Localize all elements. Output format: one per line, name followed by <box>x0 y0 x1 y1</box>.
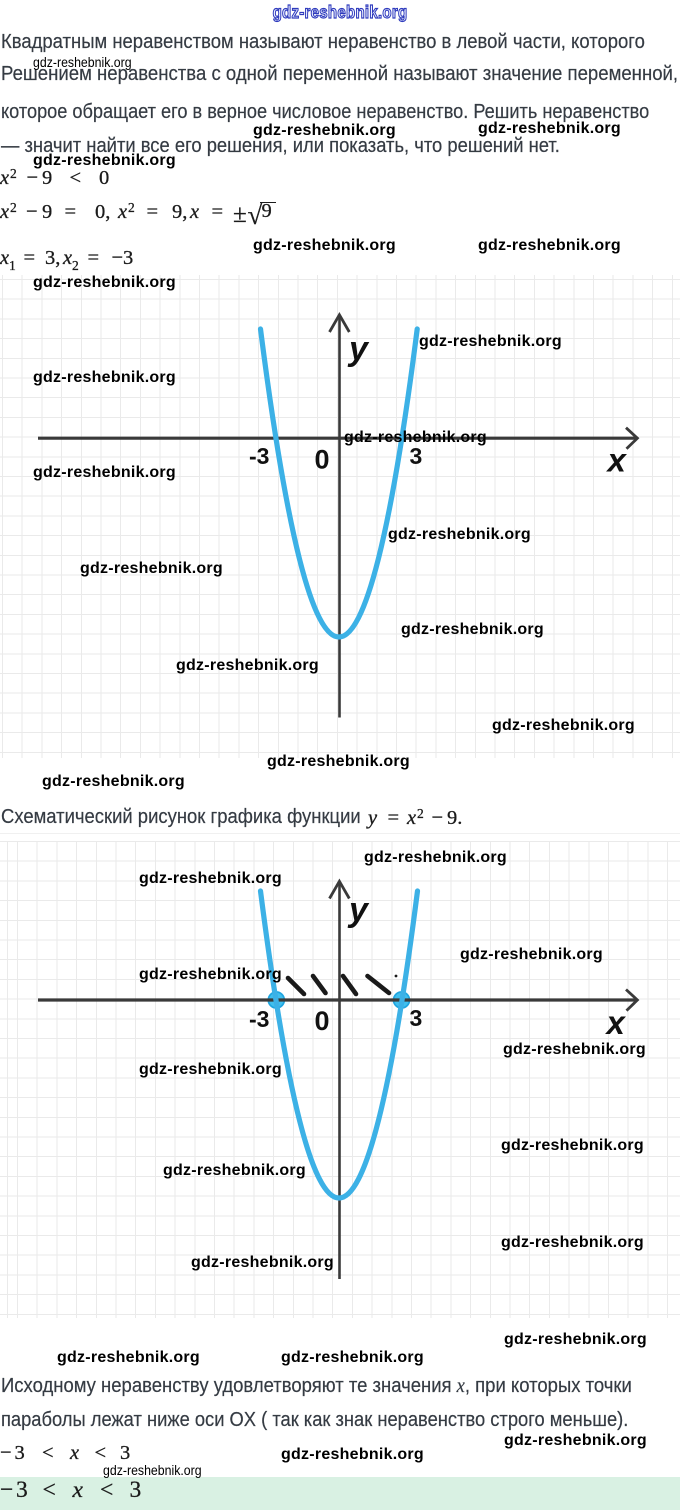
svg-text:0: 0 <box>315 445 330 475</box>
svg-text:3: 3 <box>410 1005 423 1031</box>
svg-text:0: 0 <box>315 1006 330 1036</box>
svg-text:x: x <box>606 442 628 479</box>
svg-text:y: y <box>347 891 370 929</box>
svg-text:-3: -3 <box>249 443 269 469</box>
svg-text:y: y <box>347 330 370 368</box>
svg-text:-3: -3 <box>249 1006 269 1032</box>
svg-text:x: x <box>605 1004 627 1041</box>
svg-text:3: 3 <box>410 443 423 469</box>
